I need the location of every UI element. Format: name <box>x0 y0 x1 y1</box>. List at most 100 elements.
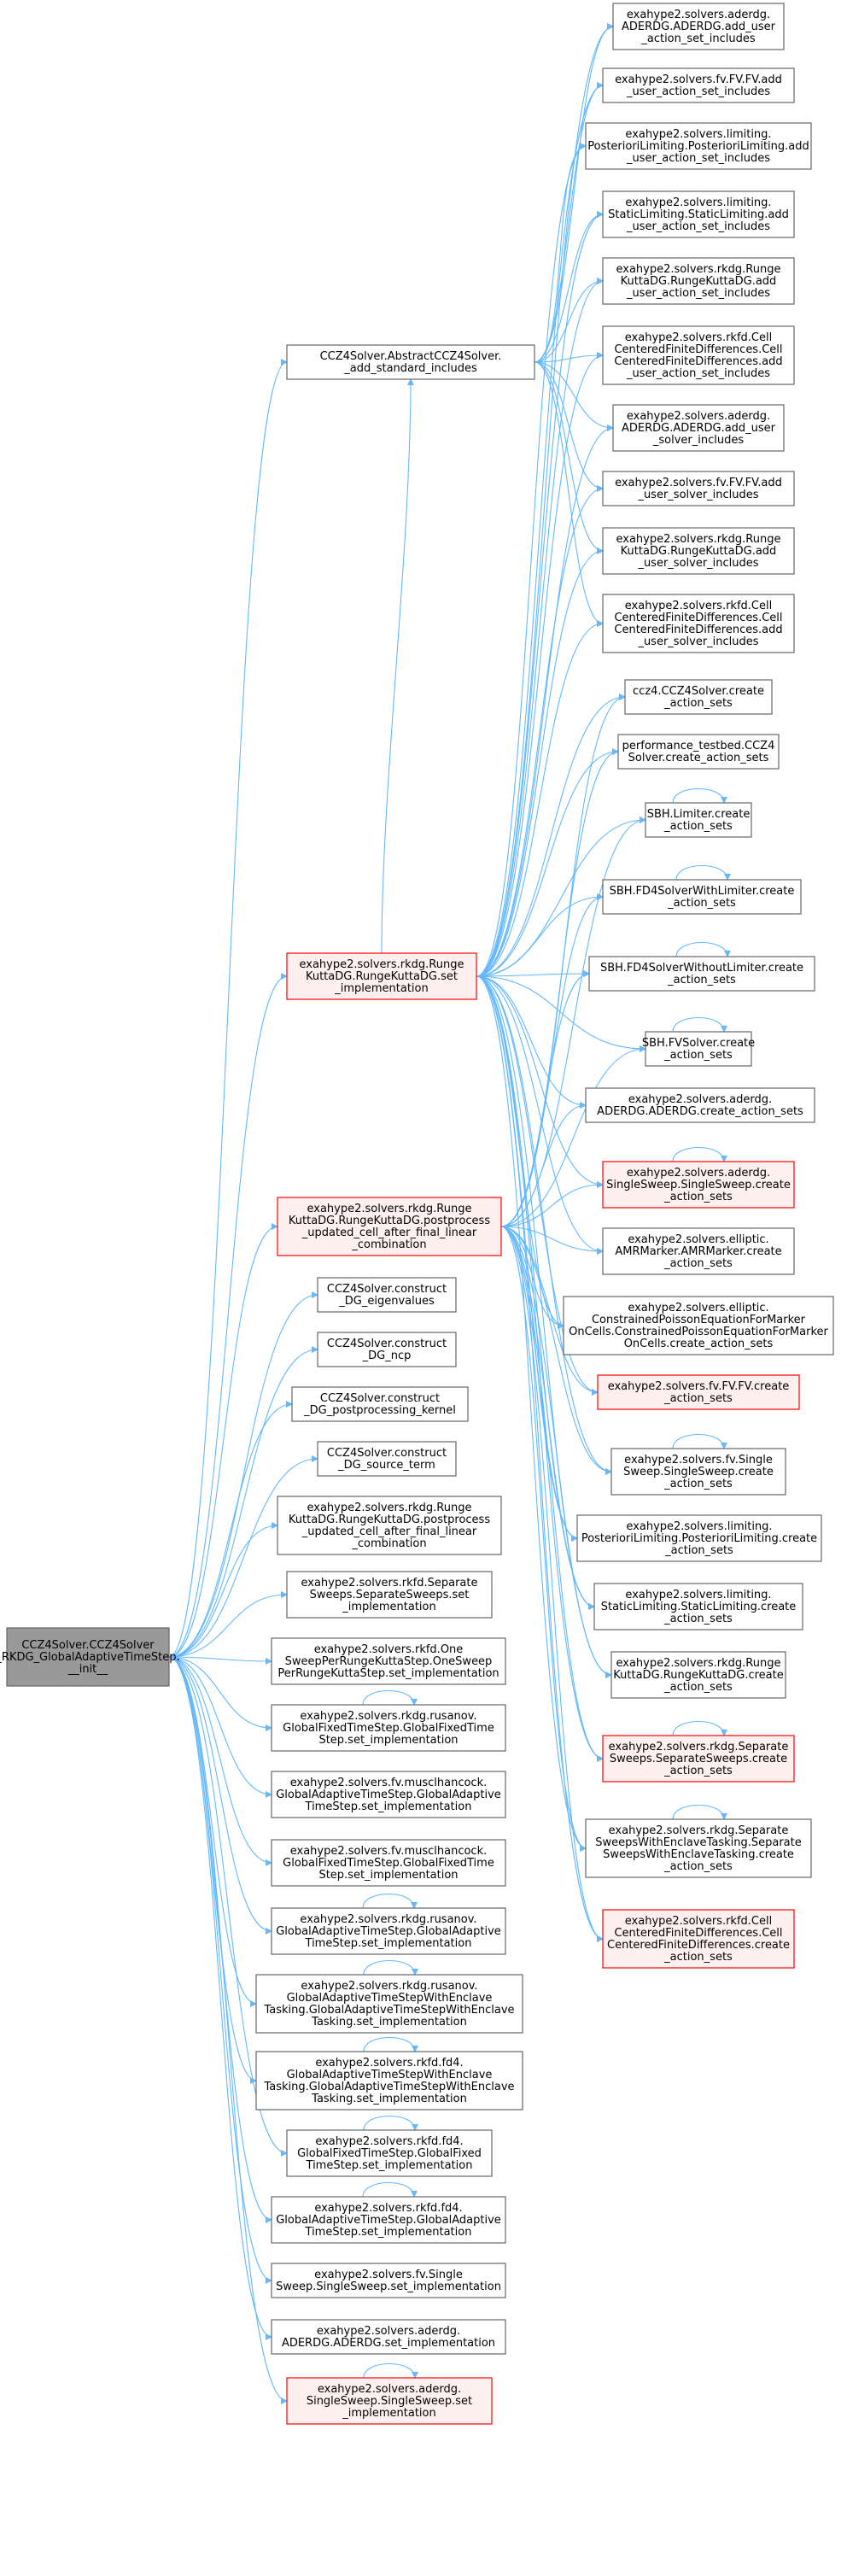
node-onesweep[interactable]: exahype2.solvers.rkfd.OneSweepPerRungeKu… <box>271 1637 506 1685</box>
node-rk_post[interactable]: exahype2.solvers.rkdg.RungeKuttaDG.Runge… <box>277 1197 502 1256</box>
node-label-line: exahype2.solvers.limiting. <box>625 196 771 209</box>
node-rus_encl[interactable]: exahype2.solvers.rkdg.rusanov.GlobalAdap… <box>255 1974 523 2034</box>
node-ss_set[interactable]: exahype2.solvers.aderdg.SingleSweep.Sing… <box>286 2377 493 2425</box>
edge-std_inc-to-r10 <box>534 361 604 627</box>
node-fv_single_set[interactable]: exahype2.solvers.fv.SingleSweep.SingleSw… <box>271 2263 506 2298</box>
node-r9[interactable]: exahype2.solvers.rkdg.RungeKuttaDG.Runge… <box>602 527 795 575</box>
node-label-line: SweepsWithEnclaveTasking.create <box>603 1848 794 1861</box>
node-fd4_encl[interactable]: exahype2.solvers.rkfd.fd4.GlobalAdaptive… <box>255 2051 523 2111</box>
node-box <box>271 1839 506 1887</box>
node-r27[interactable]: exahype2.solvers.rkdg.SeparateSweepsWith… <box>585 1818 812 1878</box>
node-fd4_adapt[interactable]: exahype2.solvers.rkfd.fd4.GlobalAdaptive… <box>271 2196 506 2244</box>
node-rus_fixed[interactable]: exahype2.solvers.rkdg.rusanov.GlobalFixe… <box>271 1704 506 1752</box>
node-c_ncp[interactable]: CCZ4Solver.construct_DG_ncp <box>317 1332 457 1367</box>
node-label-line: _action_sets <box>667 974 736 986</box>
node-r11[interactable]: ccz4.CCZ4Solver.create_action_sets <box>624 679 773 715</box>
node-r15[interactable]: SBH.FD4SolverWithoutLimiter.create_actio… <box>588 956 815 992</box>
node-std_inc[interactable]: CCZ4Solver.AbstractCCZ4Solver._add_stand… <box>286 344 535 380</box>
node-r1[interactable]: exahype2.solvers.aderdg.ADERDG.ADERDG.ad… <box>612 3 785 50</box>
edge-rk_setimpl-to-r28 <box>476 975 604 1942</box>
node-r28[interactable]: exahype2.solvers.rkfd.CellCenteredFinite… <box>602 1909 795 1969</box>
node-label-line: ADERDG.ADERDG.create_action_sets <box>597 1105 803 1118</box>
node-label-line: _combination <box>351 1537 426 1550</box>
node-label-line: _action_sets <box>663 1860 733 1873</box>
node-r12[interactable]: performance_testbed.CCZ4Solver.create_ac… <box>617 734 780 770</box>
edge-rk_post-to-r22 <box>500 1226 612 1475</box>
node-box <box>593 1583 803 1630</box>
node-label-line: exahype2.solvers.aderdg. <box>627 410 770 423</box>
node-label-line: _updated_cell_after_final_linear <box>301 1227 477 1239</box>
node-label-line: Sweep.SingleSweep.create <box>623 1466 774 1478</box>
node-box <box>645 1031 752 1067</box>
node-r19[interactable]: exahype2.solvers.elliptic.AMRMarker.AMRM… <box>602 1227 795 1275</box>
node-r13[interactable]: SBH.Limiter.create_action_sets <box>645 802 752 838</box>
node-box <box>588 956 815 992</box>
node-label-line: exahype2.solvers.rkdg.Runge <box>300 958 464 971</box>
self-loops-layer <box>362 788 731 2379</box>
node-label-line: TimeStep.set_implementation <box>305 2226 472 2239</box>
nodes-layer: CCZ4Solver.CCZ4Solver_RKDG_GlobalAdaptiv… <box>0 3 834 2425</box>
node-label-line: exahype2.solvers.rkdg.Separate <box>609 1741 789 1753</box>
edge-root-to-fd4_fixed <box>168 1656 288 2157</box>
node-r7[interactable]: exahype2.solvers.aderdg.ADERDG.ADERDG.ad… <box>612 404 785 452</box>
node-rk_post2[interactable]: exahype2.solvers.rkdg.RungeKuttaDG.Runge… <box>277 1496 502 1555</box>
node-label-line: _updated_cell_after_final_linear <box>301 1525 477 1538</box>
self-loop-r14 <box>675 865 731 881</box>
node-r26[interactable]: exahype2.solvers.rkdg.SeparateSweeps.Sep… <box>602 1735 795 1783</box>
node-label-line: AMRMarker.AMRMarker.create <box>615 1245 781 1258</box>
node-r20[interactable]: exahype2.solvers.elliptic.ConstrainedPoi… <box>563 1296 834 1355</box>
edge-std_inc-to-r9 <box>534 361 604 554</box>
edge-rk_setimpl-to-r17 <box>476 975 587 1109</box>
edge-std_inc-to-r1 <box>534 23 614 363</box>
node-r18[interactable]: exahype2.solvers.aderdg.SingleSweep.Sing… <box>602 1161 795 1209</box>
node-label-line: CCZ4Solver.AbstractCCZ4Solver. <box>320 350 502 363</box>
node-label-line: PerRungeKuttaStep.set_implementation <box>277 1667 499 1680</box>
node-r14[interactable]: SBH.FD4SolverWithLimiter.create_action_s… <box>602 879 802 915</box>
node-rk_setimpl[interactable]: exahype2.solvers.rkdg.RungeKuttaDG.Runge… <box>286 952 477 1000</box>
node-r2[interactable]: exahype2.solvers.fv.FV.FV.add_user_actio… <box>602 67 795 103</box>
node-r25[interactable]: exahype2.solvers.rkdg.RungeKuttaDG.Runge… <box>610 1651 786 1699</box>
node-aderdg_set[interactable]: exahype2.solvers.aderdg.ADERDG.ADERDG.se… <box>271 2319 506 2355</box>
node-label-line: _action_sets <box>663 1257 733 1270</box>
edge-rk_setimpl-to-r2 <box>476 82 604 977</box>
node-r21[interactable]: exahype2.solvers.fv.FV.FV.create_action_… <box>597 1374 800 1410</box>
node-sep_set[interactable]: exahype2.solvers.rkfd.SeparateSweeps.Sep… <box>286 1571 493 1619</box>
node-r16[interactable]: SBH.FVSolver.create_action_sets <box>642 1031 755 1067</box>
node-mus_fixed[interactable]: exahype2.solvers.fv.musclhancock.GlobalF… <box>271 1839 506 1887</box>
node-r17[interactable]: exahype2.solvers.aderdg.ADERDG.ADERDG.cr… <box>585 1087 815 1123</box>
node-r5[interactable]: exahype2.solvers.rkdg.RungeKuttaDG.Runge… <box>602 257 795 305</box>
node-r8[interactable]: exahype2.solvers.fv.FV.FV.add_user_solve… <box>602 471 795 506</box>
node-label-line: exahype2.solvers.fv.musclhancock. <box>290 1777 487 1789</box>
node-c_src[interactable]: CCZ4Solver.construct_DG_source_term <box>317 1441 457 1477</box>
edge-root-to-fd4_encl <box>168 1656 257 2084</box>
node-label-line: GlobalFixedTimeStep.GlobalFixedTime <box>283 1722 494 1735</box>
node-r10[interactable]: exahype2.solvers.rkfd.CellCenteredFinite… <box>602 594 795 653</box>
node-label-line: exahype2.solvers.rkfd.Separate <box>301 1577 477 1590</box>
edge-rk_post-to-r16 <box>500 1045 646 1227</box>
node-label-line: _user_action_set_includes <box>626 287 770 300</box>
edge-rk_setimpl-to-r7 <box>476 424 614 977</box>
node-r6[interactable]: exahype2.solvers.rkfd.CellCenteredFinite… <box>602 325 795 385</box>
self-loop-r27 <box>672 1805 727 1820</box>
node-label-line: GlobalAdaptiveTimeStepWithEnclave <box>287 2069 493 2081</box>
node-label-line: SweepPerRungeKuttaStep.OneSweep <box>285 1655 493 1668</box>
node-r23[interactable]: exahype2.solvers.limiting.PosterioriLimi… <box>576 1514 822 1562</box>
node-r3[interactable]: exahype2.solvers.limiting.PosterioriLimi… <box>585 122 812 170</box>
node-label-line: Tasking.set_implementation <box>311 2016 467 2029</box>
node-r22[interactable]: exahype2.solvers.fv.SingleSweep.SingleSw… <box>610 1448 786 1496</box>
node-mus_adapt[interactable]: exahype2.solvers.fv.musclhancock.GlobalA… <box>271 1771 506 1818</box>
node-r24[interactable]: exahype2.solvers.limiting.StaticLimiting… <box>593 1583 803 1630</box>
node-box <box>602 257 795 305</box>
node-c_post[interactable]: CCZ4Solver.construct_DG_postprocessing_k… <box>291 1386 469 1422</box>
node-box <box>271 2319 506 2355</box>
node-root[interactable]: CCZ4Solver.CCZ4Solver_RKDG_GlobalAdaptiv… <box>0 1627 180 1687</box>
node-fd4_fixed[interactable]: exahype2.solvers.rkfd.fd4.GlobalFixedTim… <box>286 2129 493 2177</box>
node-r4[interactable]: exahype2.solvers.limiting.StaticLimiting… <box>602 190 795 238</box>
node-c_eig[interactable]: CCZ4Solver.construct_DG_eigenvalues <box>317 1277 457 1313</box>
node-label-line: exahype2.solvers.rkfd.Cell <box>625 1915 772 1928</box>
edge-rk_setimpl-to-r16 <box>476 975 646 1052</box>
node-label-line: SingleSweep.SingleSweep.create <box>606 1179 791 1191</box>
node-rus_adapt[interactable]: exahype2.solvers.rkdg.rusanov.GlobalAdap… <box>271 1907 506 1955</box>
node-label-line: Tasking.GlobalAdaptiveTimeStepWithEnclav… <box>263 2004 514 2017</box>
node-label-line: KuttaDG.RungeKuttaDG.postprocess <box>289 1215 490 1227</box>
